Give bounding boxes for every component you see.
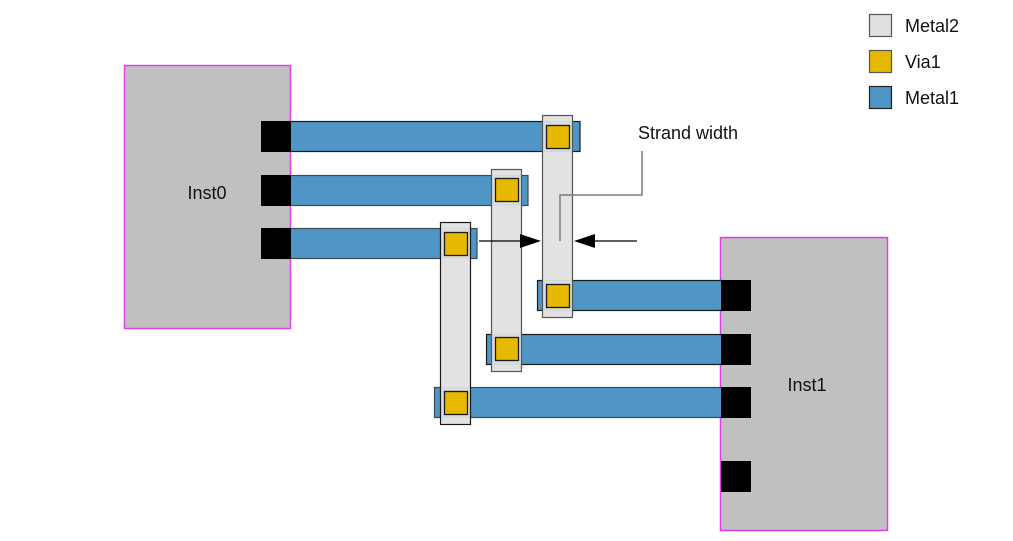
strand-width-label: Strand width [638, 123, 738, 143]
dimension-arrow-right-head [574, 234, 595, 248]
inst1-pin-4 [721, 461, 751, 492]
inst1-pin-1 [721, 280, 751, 311]
inst0-pin-1 [261, 121, 291, 152]
metal1-wire-net2-left [289, 174, 529, 207]
legend: Metal2 Via1 Metal1 [868, 13, 959, 110]
via1-net2-bottom [494, 336, 520, 362]
inst1-pin-2 [721, 334, 751, 365]
via1-net1-top [545, 124, 571, 150]
metal1-wire-net3-right [433, 386, 724, 419]
metal2-strand-net1 [541, 114, 574, 319]
inst1-pin-3 [721, 387, 751, 418]
dimension-arrow-left-head [520, 234, 541, 248]
legend-swatch-metal1 [868, 85, 893, 110]
metal2-strand-net3 [439, 221, 472, 426]
via1-net1-bottom [545, 283, 571, 309]
strand-width-leader-line [559, 151, 643, 241]
inst1-pins [721, 280, 751, 492]
inst0-pin-2 [261, 175, 291, 206]
via1-net3-top [443, 231, 469, 257]
legend-label-metal1: Metal1 [905, 88, 959, 108]
metal2-strands [439, 114, 574, 426]
inst0-label: Inst0 [187, 183, 226, 203]
via1-net3-bottom [443, 390, 469, 416]
legend-label-via1: Via1 [905, 52, 941, 72]
inst0-pin-3 [261, 228, 291, 259]
metal1-wire-net2-right [485, 333, 724, 366]
inst0-pins [261, 121, 291, 259]
metal1-wire-net1-left [289, 120, 581, 153]
via1-net2-top [494, 177, 520, 203]
legend-swatch-metal2 [868, 13, 893, 38]
legend-swatch-via1 [868, 49, 893, 74]
strand-width-annotation: Strand width [479, 123, 738, 248]
via1-cuts [443, 124, 571, 416]
legend-label-metal2: Metal2 [905, 16, 959, 36]
inst1-label: Inst1 [787, 375, 826, 395]
